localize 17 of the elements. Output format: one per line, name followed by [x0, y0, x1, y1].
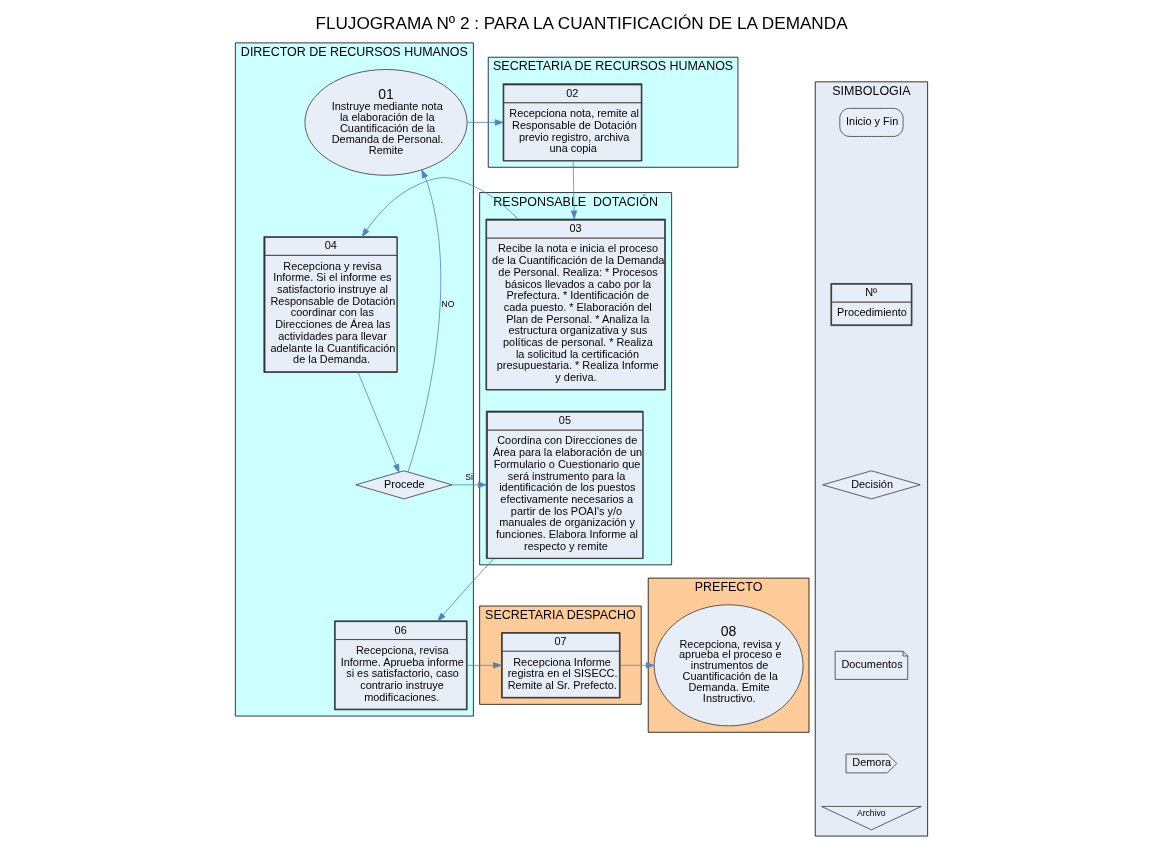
node-ellipse: 01 Instruye mediante nota la elaboración de la Cuantificación de la Demanda de Personal. Remite	[304, 69, 467, 176]
arrow	[437, 558, 494, 622]
arrow	[357, 372, 399, 473]
node-ellipse: 08 Recepciona, revisa y aprueba el proceso e instrumentos de Cuantificación de la Demanda. Emite Instructivo.	[653, 604, 803, 727]
arrow	[407, 169, 441, 473]
arrow	[451, 481, 487, 488]
arrow	[570, 160, 577, 220]
edge-label: NO	[441, 298, 454, 309]
node-diamond: Decisión	[821, 470, 921, 500]
arrow	[619, 662, 654, 669]
diagram-title: FLUJOGRAMA Nº 2 : PARA LA CUANTIFICACIÓN DE LA DEMANDA	[314, 12, 848, 33]
edge-label: Si	[464, 472, 473, 482]
arrow	[361, 177, 518, 237]
node-box: Inicio y Fin	[838, 107, 903, 137]
arrow	[466, 119, 503, 126]
node-diamond: Procede	[354, 470, 452, 500]
arrow	[466, 662, 502, 669]
